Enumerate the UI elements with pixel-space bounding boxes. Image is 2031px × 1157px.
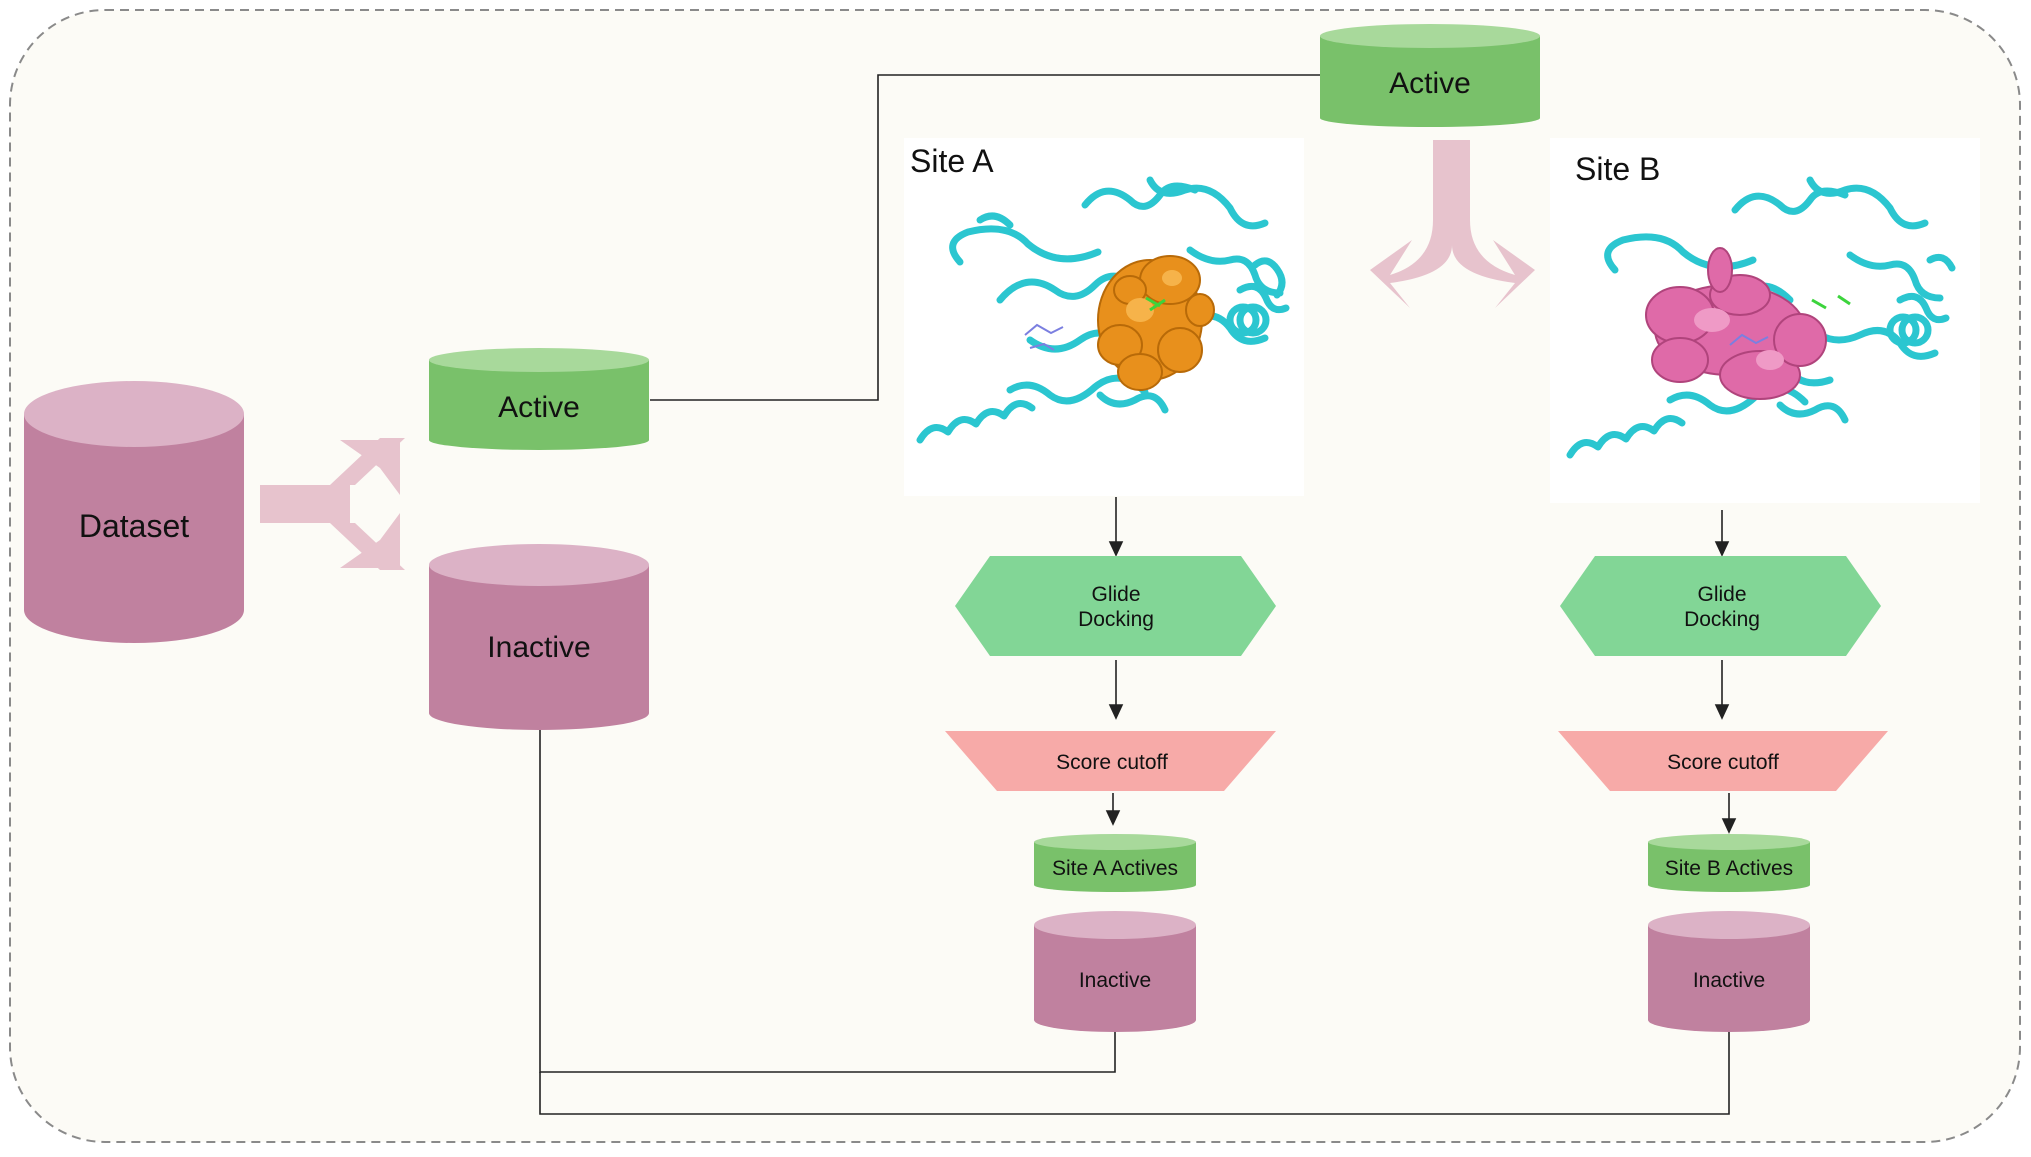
dataset-cylinder: Dataset [24,381,244,643]
connector-lines [539,74,1730,1115]
site-b-arrows [1714,510,1737,834]
glide-docking-site-a: Glide Docking [955,556,1276,656]
site-b-title: Site B [1575,151,1660,187]
active-top-cylinder: Active [1320,24,1540,127]
protein-structure-site-b: Site B [1550,138,1980,503]
arrowhead-icon [1108,541,1124,557]
site-b-actives-label: Site B Actives [1665,857,1793,880]
arrowhead-icon [1721,818,1737,834]
active-cylinder: Active [429,348,649,450]
site-a-title: Site A [910,143,994,179]
arrowhead-icon [1714,704,1730,720]
arrowhead-icon [1105,810,1121,826]
inactive-main-label: Inactive [487,631,590,664]
score-cutoff-site-a: Score cutoff [945,731,1276,791]
split-arrow-icon [1370,140,1535,308]
connector-active-to-top-active [650,74,1323,401]
active-top-label: Active [1389,67,1471,100]
connector-inactive-to-site-a-inactive [539,730,1116,1073]
score-cutoff-label-site-a: Score cutoff [1056,751,1168,774]
active-main-label: Active [498,391,580,424]
site-a-actives-label: Site A Actives [1052,857,1178,880]
site-b-inactive-cylinder: Inactive [1648,911,1810,1032]
glide-docking-line1-site-a: Glide [1091,583,1140,606]
site-a-inactive-label: Inactive [1079,969,1151,992]
arrowhead-icon [1108,704,1124,720]
glide-docking-site-b: Glide Docking [1560,556,1881,656]
protein-structure-site-a: Site A [904,138,1304,496]
split-arrow-icon [260,438,405,570]
glide-docking-line2-site-a: Docking [1078,608,1154,631]
connector-inactive-to-site-b-inactive [539,1032,1730,1115]
site-a-arrows [1105,497,1124,826]
score-cutoff-label-site-b: Score cutoff [1667,751,1779,774]
site-a-inactive-cylinder: Inactive [1034,911,1196,1032]
site-b-actives-cylinder: Site B Actives [1648,834,1810,892]
arrowhead-icon [1714,541,1730,557]
inactive-cylinder: Inactive [429,544,649,730]
score-cutoff-site-b: Score cutoff [1558,731,1888,791]
glide-docking-line1-site-b: Glide [1697,583,1746,606]
site-a-actives-cylinder: Site A Actives [1034,834,1196,892]
site-b-inactive-label: Inactive [1693,969,1765,992]
dataset-label: Dataset [79,508,189,544]
glide-docking-line2-site-b: Docking [1684,608,1760,631]
